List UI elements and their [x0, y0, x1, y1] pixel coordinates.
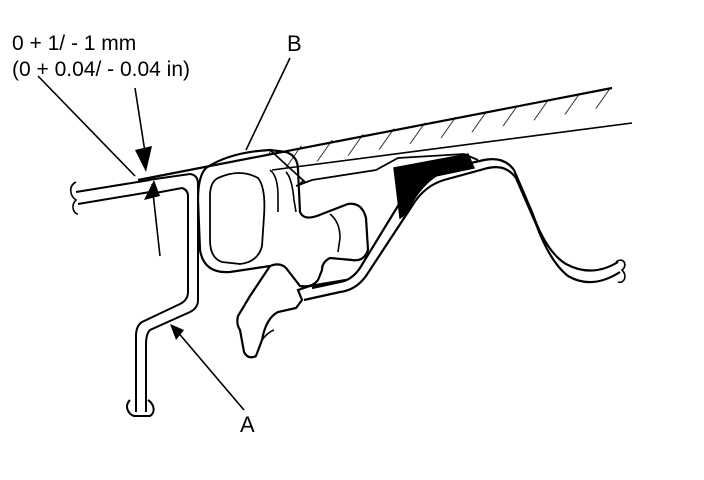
- gap-dimension-marker: [37, 75, 161, 257]
- weatherstrip-bulb: [196, 148, 370, 288]
- sealer-block: [393, 153, 475, 220]
- roof-inner-panel: [295, 153, 626, 302]
- callout-a-label: A: [240, 412, 255, 437]
- roof-panel: [137, 86, 633, 183]
- callout-a-leader: [170, 324, 245, 411]
- callout-b-leader: [245, 57, 291, 151]
- dimension-imperial-label: (0 + 0.04/ - 0.04 in): [12, 58, 191, 81]
- door-panel-left: [69, 179, 151, 215]
- door-frame-a: [126, 172, 199, 417]
- callout-b-label: B: [287, 31, 302, 56]
- dimension-metric-label: 0 + 1/ - 1 mm: [12, 32, 137, 55]
- seal-lower-lip: [236, 265, 347, 359]
